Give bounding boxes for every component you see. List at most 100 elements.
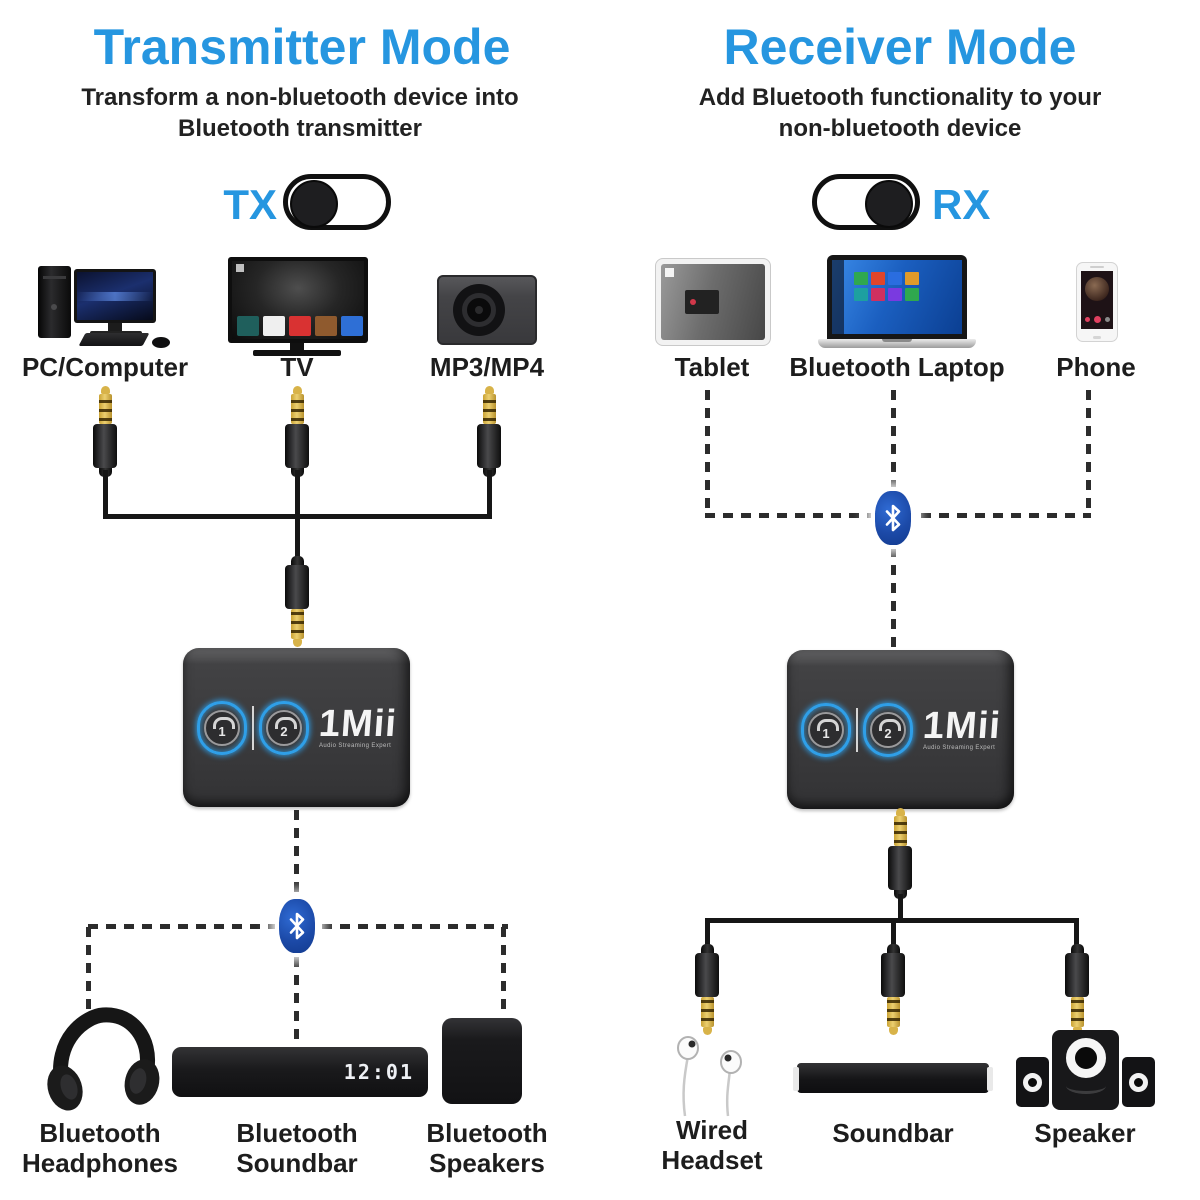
tv-stand	[290, 343, 304, 351]
satellite-speaker-left	[1016, 1057, 1049, 1107]
label-soundbar: Soundbar	[832, 1118, 954, 1148]
tv-logo	[236, 264, 244, 272]
label-wired-headset: Wired Headset	[661, 1115, 763, 1175]
mp3-player-image	[437, 275, 537, 345]
soundbar-clock: 12:01	[343, 1060, 414, 1084]
pc-monitor-image	[74, 269, 156, 323]
1mii-tagline: Audio Streaming Expert	[319, 743, 392, 749]
bt-dashed-link	[86, 927, 91, 1009]
label-phone: Phone	[1056, 352, 1136, 382]
bluetooth-icon	[875, 491, 911, 545]
aux-cable-segment	[898, 894, 903, 920]
laptop-start-tiles	[854, 272, 919, 301]
aux-plug-tv	[284, 386, 310, 477]
bt-dashed-link	[294, 810, 299, 900]
1mii-transmitter-device: 1 2 1Mii Audio Streaming Expert	[183, 648, 410, 807]
rx-toggle-knob[interactable]	[865, 180, 913, 228]
aux-plug-into-device	[284, 556, 310, 647]
receiver-subtitle-line2: non-bluetooth device	[778, 115, 1022, 142]
aux-cable-segment	[705, 920, 710, 946]
rx-label: RX	[932, 181, 991, 228]
bt-dashed-link	[294, 957, 299, 1045]
pair-button-1-number: 1	[218, 723, 226, 739]
tablet-screen-overlay	[685, 290, 719, 314]
tx-label: TX	[223, 181, 277, 228]
label-bluetooth-laptop: Bluetooth Laptop	[789, 352, 1005, 382]
aux-plug-soundbar	[880, 944, 906, 1035]
aux-cable-bus	[103, 514, 492, 519]
soundbar-image	[793, 1063, 993, 1093]
subwoofer-arc	[1066, 1078, 1106, 1094]
transmitter-subtitle-line1: Transform a non-bluetooth device into	[81, 84, 519, 111]
pair-button-2[interactable]: 2	[266, 709, 302, 746]
receiver-subtitle: Add Bluetooth functionality to your non-…	[640, 82, 1160, 144]
pc-tower-button	[51, 304, 57, 310]
monitor-light-streak	[77, 292, 153, 301]
aux-cable-segment	[1074, 920, 1079, 946]
tablet-image	[655, 258, 771, 346]
pc-tower-image	[38, 266, 71, 338]
rx-toggle[interactable]	[812, 174, 920, 230]
headphone-icon	[879, 718, 901, 731]
bt-dashed-link	[705, 390, 710, 515]
laptop-image	[827, 255, 967, 339]
aux-cable-segment	[891, 920, 896, 946]
phone-image	[1076, 262, 1118, 342]
label-mp3-mp4: MP3/MP4	[429, 352, 545, 382]
aux-cable-segment	[487, 470, 492, 519]
pair-button-2-glow: 2	[863, 702, 913, 757]
subwoofer-image	[1052, 1030, 1119, 1110]
transmitter-subtitle: Transform a non-bluetooth device into Bl…	[40, 82, 560, 144]
phone-album-art	[1085, 277, 1109, 301]
button-divider	[252, 705, 254, 750]
pc-mouse-image	[152, 337, 170, 348]
transmitter-mode-title: Transmitter Mode	[93, 19, 511, 75]
tv-app-tiles	[237, 316, 363, 336]
aux-plug-speaker	[1064, 944, 1090, 1035]
label-speaker: Speaker	[1034, 1118, 1136, 1148]
soundbar-end-cap	[987, 1067, 993, 1091]
bt-dashed-link	[891, 390, 896, 493]
wired-headset-image	[677, 1036, 742, 1117]
pair-button-1-glow: 1	[197, 700, 247, 755]
label-bluetooth-soundbar: Bluetooth Soundbar	[236, 1118, 358, 1178]
pc-tower-drive	[43, 276, 66, 279]
button-divider	[856, 707, 858, 752]
aux-plug-mp3	[476, 386, 502, 477]
pair-button-1-glow: 1	[801, 702, 851, 757]
tv-stand-base	[253, 350, 341, 356]
label-bluetooth-speakers: Bluetooth Speakers	[426, 1118, 548, 1178]
tx-toggle[interactable]	[283, 174, 391, 230]
label-pc-computer: PC/Computer	[21, 352, 189, 382]
transmitter-subtitle-line2: Bluetooth transmitter	[177, 115, 422, 142]
laptop-base	[818, 339, 976, 348]
pc-monitor-stand	[108, 323, 122, 332]
headphone-icon	[817, 718, 839, 731]
pair-button-1[interactable]: 1	[204, 709, 240, 746]
aux-plug-headset	[694, 944, 720, 1035]
bluetooth-cube-speaker-image	[442, 1018, 522, 1104]
aux-plug-pc	[92, 386, 118, 477]
headphone-icon	[213, 716, 235, 729]
bluetooth-soundbar-image: 12:01	[172, 1047, 428, 1097]
tx-toggle-knob[interactable]	[290, 180, 338, 228]
bt-dashed-link	[891, 547, 896, 648]
1mii-controls: 1 2	[801, 702, 913, 757]
pair-button-2[interactable]: 2	[870, 711, 906, 748]
tablet-screen-icon	[665, 268, 674, 277]
1mii-logo-block: 1Mii Audio Streaming Expert	[317, 703, 399, 749]
receiver-mode-title: Receiver Mode	[723, 19, 1077, 75]
1mii-controls: 1 2	[197, 700, 309, 755]
pair-button-1[interactable]: 1	[808, 711, 844, 748]
headphone-icon	[275, 716, 297, 729]
label-tablet: Tablet	[674, 352, 750, 382]
aux-plug-into-device	[887, 808, 913, 899]
1mii-logo: 1Mii	[921, 705, 1003, 747]
1mii-tagline: Audio Streaming Expert	[923, 745, 996, 751]
1mii-logo: 1Mii	[317, 703, 399, 745]
receiver-subtitle-line1: Add Bluetooth functionality to your	[698, 84, 1102, 111]
label-tv: TV	[280, 352, 314, 382]
bt-dashed-link	[1086, 390, 1091, 515]
soundbar-end-cap	[793, 1067, 799, 1091]
